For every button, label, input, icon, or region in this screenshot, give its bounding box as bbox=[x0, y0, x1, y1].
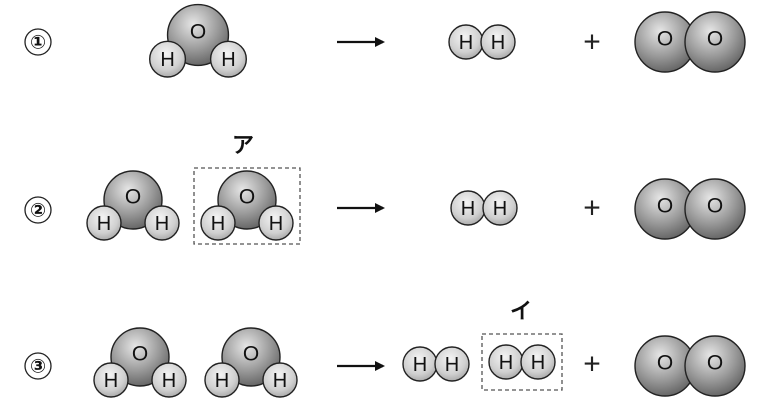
water-molecule: OH H bbox=[148, 3, 247, 78]
hydrogen-symbol: H bbox=[459, 32, 473, 54]
oxygen-symbol: O bbox=[707, 195, 723, 218]
hydrogen-atom bbox=[148, 40, 187, 78]
row-number: ③ bbox=[24, 352, 52, 380]
water-molecule: OH H bbox=[204, 327, 298, 398]
oxygen-symbol: O bbox=[657, 28, 673, 51]
hydrogen-symbol: H bbox=[221, 49, 235, 71]
hydrogen-atom bbox=[482, 190, 518, 226]
hydrogen-atom bbox=[262, 362, 298, 398]
hydrogen-atom bbox=[520, 344, 556, 380]
dashed-box bbox=[193, 167, 301, 245]
hydrogen-symbol: H bbox=[461, 198, 475, 220]
hydrogen-symbol: H bbox=[499, 352, 513, 374]
hydrogen-atom bbox=[200, 205, 236, 241]
oxygen-symbol: O bbox=[125, 186, 141, 209]
oxygen-symbol: O bbox=[657, 195, 673, 218]
hydrogen-symbol: H bbox=[273, 370, 287, 392]
oxygen-symbol: O bbox=[243, 343, 259, 366]
water-molecule: OH H bbox=[86, 170, 180, 241]
row-number-label: ① bbox=[30, 33, 46, 54]
hydrogen-symbol: H bbox=[162, 370, 176, 392]
hydrogen-symbol: H bbox=[493, 198, 507, 220]
oxygen-atom bbox=[684, 11, 746, 73]
hydrogen-symbol: H bbox=[160, 49, 174, 71]
hydrogen-symbol: H bbox=[445, 354, 459, 376]
row-number: ① bbox=[24, 28, 52, 56]
row-number-label: ② bbox=[30, 201, 46, 222]
hydrogen-atom bbox=[434, 346, 470, 382]
hydrogen-atom bbox=[151, 362, 187, 398]
hydrogen-symbol: H bbox=[215, 370, 229, 392]
row-number-label: ③ bbox=[30, 357, 46, 378]
oxygen-symbol: O bbox=[707, 28, 723, 51]
box-a: ア OH H bbox=[193, 134, 301, 245]
row-number: ② bbox=[24, 196, 52, 224]
hydrogen-symbol: H bbox=[269, 213, 283, 235]
hydrogen-atom bbox=[144, 205, 180, 241]
box-label-a: ア bbox=[232, 134, 254, 159]
plus-sign: + bbox=[583, 348, 601, 381]
water-molecule: OH H bbox=[93, 327, 187, 398]
hydrogen-symbol: H bbox=[531, 352, 545, 374]
dashed-box bbox=[481, 333, 563, 391]
hydrogen-atom bbox=[480, 24, 516, 60]
oxygen-symbol: O bbox=[707, 352, 723, 375]
hydrogen-atom bbox=[204, 362, 240, 398]
oxygen-atom bbox=[684, 335, 746, 397]
hydrogen-atom bbox=[86, 205, 122, 241]
hydrogen-symbol: H bbox=[104, 370, 118, 392]
hydrogen-atom bbox=[93, 362, 129, 398]
hydrogen-symbol: H bbox=[155, 213, 169, 235]
hydrogen-symbol: H bbox=[97, 213, 111, 235]
plus-sign: + bbox=[583, 192, 601, 225]
plus-sign: + bbox=[583, 26, 601, 59]
oxygen-symbol: O bbox=[190, 21, 206, 44]
oxygen-symbol: O bbox=[239, 186, 255, 209]
oxygen-symbol: O bbox=[132, 343, 148, 366]
water-molecule-boxed: OH H bbox=[200, 170, 294, 241]
hydrogen-symbol: H bbox=[413, 354, 427, 376]
hydrogen-atom bbox=[258, 205, 294, 241]
hydrogen-symbol: H bbox=[211, 213, 225, 235]
oxygen-atom bbox=[684, 178, 746, 240]
hydrogen-atom bbox=[209, 40, 247, 78]
box-label-i: イ bbox=[510, 300, 532, 325]
oxygen-symbol: O bbox=[657, 352, 673, 375]
hydrogen-symbol: H bbox=[491, 32, 505, 54]
